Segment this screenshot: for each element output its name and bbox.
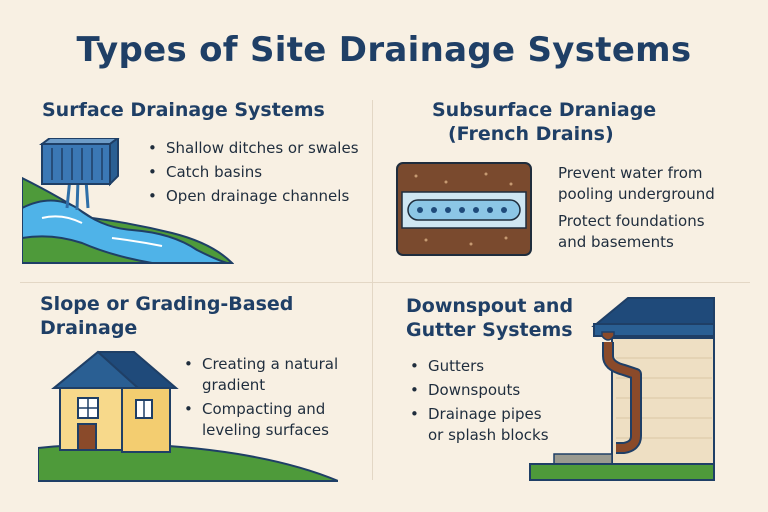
slope-heading-line1: Slope or Grading-Based [40, 293, 294, 315]
gutter-heading-line2: Gutter Systems [406, 319, 573, 341]
subsurface-text2-line2: and basements [558, 233, 674, 251]
slope-list: Creating a natural gradient Compacting an… [184, 354, 338, 444]
list-item: Compacting and leveling surfaces [184, 399, 338, 441]
slope-item1-line1: Creating a natural [202, 355, 339, 373]
surface-heading: Surface Drainage Systems [42, 99, 325, 121]
slope-item2-line1: Compacting and [202, 400, 326, 418]
gutter-item3-line1: Drainage pipes [428, 405, 542, 423]
list-item: Creating a natural gradient [184, 354, 338, 396]
gutter-heading-line1: Downspout and [406, 295, 574, 317]
gutter-list: Gutters Downspouts Drainage pipes or spla… [410, 356, 549, 449]
vertical-divider [372, 100, 373, 480]
gutter-item3-line2: or splash blocks [428, 426, 549, 444]
french-drain-illustration [396, 162, 532, 256]
slope-heading-line2: Drainage [40, 317, 138, 339]
page-title: Types of Site Drainage Systems [76, 30, 692, 70]
subsurface-heading-line2: (French Drains) [448, 123, 614, 145]
subsurface-text1-line1: Prevent water from [558, 164, 703, 182]
list-item: Drainage pipes or splash blocks [410, 404, 549, 446]
horizontal-divider [20, 282, 750, 283]
subsurface-text1-line2: pooling underground [558, 185, 715, 203]
subsurface-text2-line1: Protect foundations [558, 212, 705, 230]
list-item: Open drainage channels [148, 186, 359, 207]
house-slope-illustration [38, 350, 338, 482]
list-item: Gutters [410, 356, 549, 377]
surface-list: Shallow ditches or swales Catch basins O… [148, 138, 359, 210]
slope-item2-line2: leveling surfaces [202, 421, 329, 439]
list-item: Downspouts [410, 380, 549, 401]
gutter-downspout-illustration [529, 297, 715, 481]
list-item: Catch basins [148, 162, 359, 183]
slope-item1-line2: gradient [202, 376, 266, 394]
catch-basin-stream-illustration [22, 138, 234, 264]
list-item: Shallow ditches or swales [148, 138, 359, 159]
subsurface-heading-line1: Subsurface Draniage [432, 99, 657, 121]
